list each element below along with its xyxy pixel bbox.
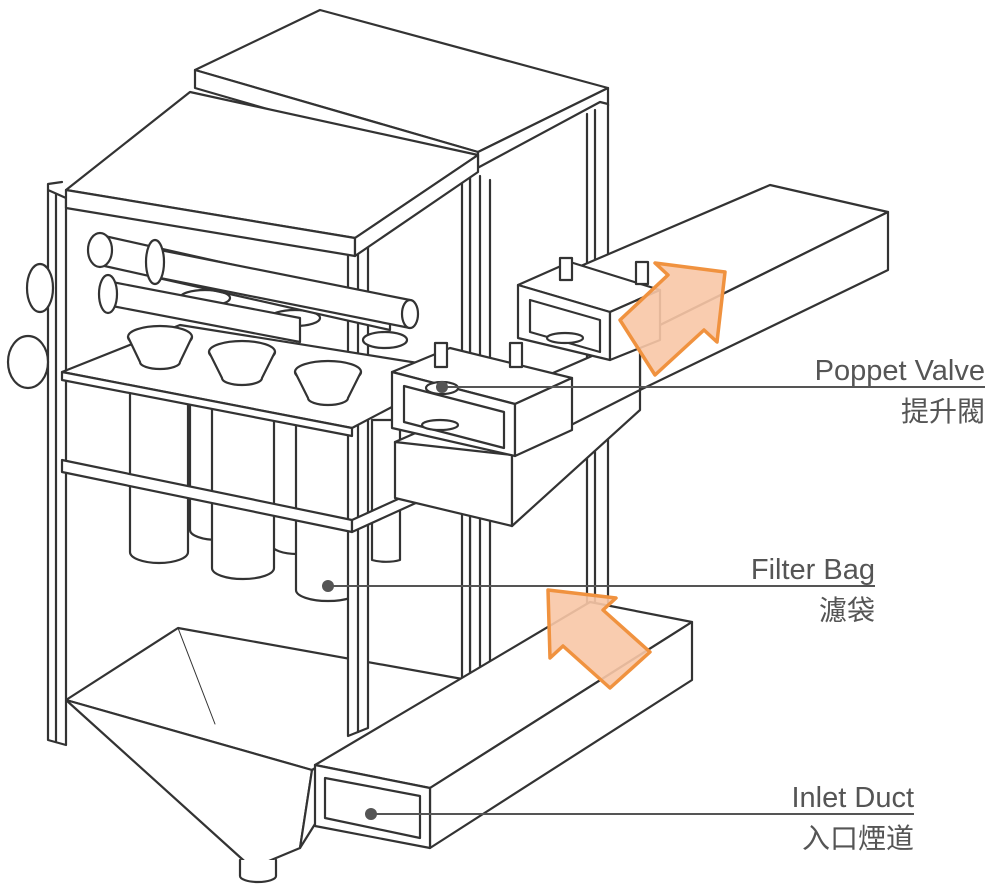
poppet-valve-label-zh: 提升閥	[901, 395, 985, 428]
inlet-flow-arrow	[546, 588, 652, 690]
callout-inlet-duct: Inlet Duct 入口煙道	[365, 782, 914, 855]
front-roof-panel	[46, 90, 480, 258]
outlet-flow-arrow	[618, 261, 727, 377]
venturi-cones	[126, 288, 409, 407]
poppet-valve-label: Poppet Valve	[815, 355, 985, 387]
callout-filter-bag: Filter Bag 濾袋	[322, 554, 875, 627]
callout-poppet-valve: Poppet Valve 提升閥	[436, 355, 985, 428]
pulse-pipes	[6, 231, 420, 390]
dust-collector-line-drawing	[6, 8, 890, 884]
filter-bag-label-zh: 濾袋	[819, 594, 875, 627]
poppet-valve-lower	[390, 341, 574, 458]
airflow-arrows	[546, 261, 727, 690]
inlet-duct-label: Inlet Duct	[792, 782, 915, 814]
inlet-duct-label-zh: 入口煙道	[802, 822, 914, 855]
filter-bag-label: Filter Bag	[751, 554, 875, 586]
